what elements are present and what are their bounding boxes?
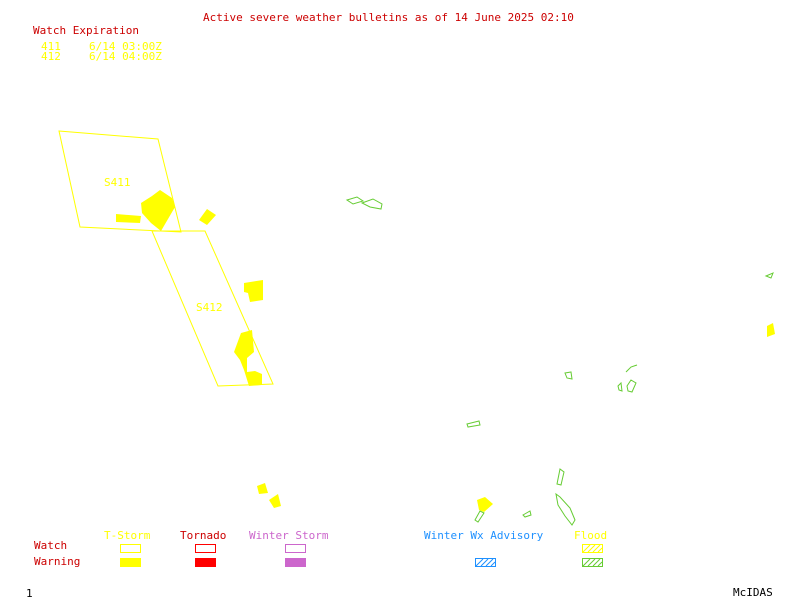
legend-tornado-watch-swatch <box>195 544 216 553</box>
legend-winter-wx-advisory-label: Winter Wx Advisory <box>424 529 544 542</box>
tstorm-warning-area <box>116 214 141 223</box>
watch-expiration-id: 412 <box>41 50 61 63</box>
legend-tstorm-label: T-Storm <box>104 529 151 542</box>
legend-tstorm-watch-swatch <box>120 544 141 553</box>
legend-flood-watch-swatch <box>582 544 603 553</box>
watch-412-outline <box>151 230 274 387</box>
flood-area <box>555 492 576 526</box>
flood-area <box>522 510 532 518</box>
legend-winter-wx-advisory-swatch <box>475 558 496 567</box>
legend-winter-wx-advisory-hatch <box>475 558 496 567</box>
legend-winter-storm-label: Winter Storm <box>249 529 329 542</box>
flood-area <box>474 510 485 523</box>
tstorm-warning-area <box>199 209 216 225</box>
tstorm-warning-area <box>257 483 268 494</box>
tstorm-warning-area <box>244 280 263 302</box>
legend-flood-watch-hatch <box>582 544 603 553</box>
flood-area <box>564 371 573 380</box>
tstorm-warning-area <box>141 190 175 231</box>
legend-warning-row-label: Warning <box>34 555 81 568</box>
flood-area <box>617 381 623 392</box>
flood-area <box>466 420 481 428</box>
tstorm-warning-area <box>234 330 262 386</box>
watch-expiration-time: 6/14 04:00Z <box>89 50 162 63</box>
tstorm-warning-area <box>477 497 493 512</box>
watch-411-label: S411 <box>104 176 131 189</box>
watch-412-label: S412 <box>196 301 223 314</box>
frame-number: 1 <box>26 587 33 600</box>
flood-area <box>626 379 637 393</box>
flood-area <box>764 272 774 279</box>
tstorm-warning-area <box>269 494 281 508</box>
flood-area <box>345 196 365 205</box>
software-label: McIDAS <box>733 586 773 599</box>
legend-tstorm-warning-swatch <box>120 558 141 567</box>
legend-watch-row-label: Watch <box>34 539 68 552</box>
tstorm-warning-area <box>767 323 775 337</box>
watch-expiration-id: 411 <box>41 40 61 53</box>
legend-winter-storm-watch-swatch <box>285 544 306 553</box>
legend-tornado-warning-swatch <box>195 558 216 567</box>
watch-411-outline <box>58 130 182 233</box>
legend-winter-storm-warning-swatch <box>285 558 306 567</box>
flood-area <box>625 364 638 373</box>
legend-flood-warning-hatch <box>582 558 603 567</box>
legend-flood-warning-swatch <box>582 558 603 567</box>
legend-flood-label: Flood <box>574 529 608 542</box>
flood-area <box>556 468 565 486</box>
legend-tornado-label: Tornado <box>180 529 227 542</box>
bulletin-title: Active severe weather bulletins as of 14… <box>203 11 574 24</box>
watch-expiration-heading: Watch Expiration <box>33 24 139 37</box>
flood-area <box>360 198 383 210</box>
watch-expiration-time: 6/14 03:00Z <box>89 40 162 53</box>
